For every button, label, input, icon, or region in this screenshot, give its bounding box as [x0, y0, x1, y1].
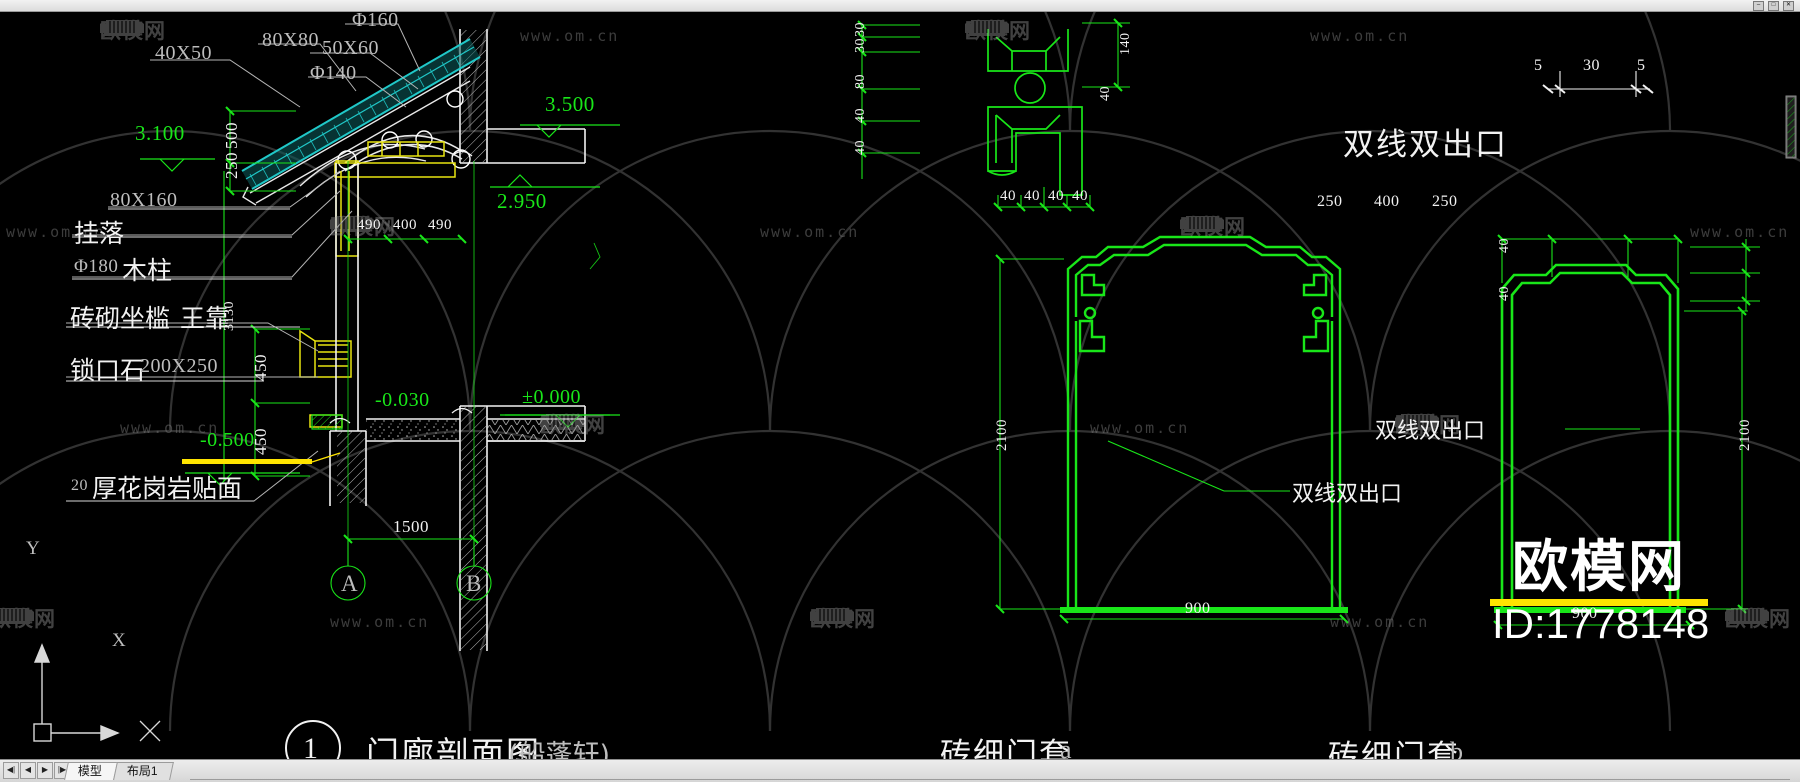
next-layout-button[interactable]: ▶ [37, 762, 53, 779]
dim-b-5-left: 5 [1534, 57, 1543, 74]
dim-a-900: 900 [1185, 600, 1211, 617]
ucs-y-label: Y [26, 538, 41, 559]
dim-a-40-h1: 40 [1000, 188, 1016, 204]
view-suffix-3: b [1450, 737, 1464, 760]
annotation-granite-facing: 厚花岗岩贴面 [92, 474, 243, 503]
view-title-3: 砖细门套 [1328, 739, 1460, 760]
brand-logo-text: 欧模网 [1512, 535, 1686, 600]
ucs-x-label: X [112, 630, 127, 651]
dim-500: 500 [222, 122, 241, 149]
brand-underline [1490, 599, 1708, 606]
dim-b-40-bottom: 40 [1497, 286, 1512, 301]
dim-a-80: 80 [853, 74, 868, 89]
tab-layout1-label: 布局1 [126, 764, 158, 778]
cad-geometry [0, 11, 1800, 760]
grid-bubble-a: A [341, 571, 359, 596]
elevation-minus0500: -0.500 [200, 429, 255, 451]
dim-b-2100: 2100 [1737, 419, 1753, 451]
view-porch-section [66, 23, 620, 651]
annotation-phi140: Φ140 [310, 62, 357, 84]
dim-400: 400 [393, 217, 417, 233]
elevation-3100: 3.100 [135, 121, 185, 145]
drawing-canvas[interactable]: www.om.cn www.om.cn www.om.cn www.om.cn … [0, 11, 1800, 760]
restore-icon[interactable]: □ [1768, 1, 1779, 11]
dim-b-900: 900 [1572, 605, 1598, 622]
annotation-zhuqizuokan: 砖砌坐槛 [70, 304, 171, 333]
annotation-80x80: 80X80 [262, 29, 319, 51]
tab-bar-divider [190, 779, 1790, 780]
dim-3130: 3130 [222, 301, 237, 331]
dim-450-upper: 450 [251, 354, 270, 381]
dim-1500: 1500 [393, 517, 429, 536]
annotation-wangkao: 王靠 [180, 304, 231, 333]
view-number-1: 1 [303, 732, 319, 760]
dim-a-40b: 40 [853, 140, 868, 155]
crosshair-cursor [139, 720, 161, 742]
dim-490-right: 490 [428, 217, 452, 233]
layout-nav-buttons: ◀| ◀ ▶ |▶ [3, 762, 70, 779]
view-number-bubble [285, 720, 341, 760]
dim-b-5-right: 5 [1637, 57, 1646, 74]
dim-b-250-left: 250 [1317, 193, 1343, 210]
leader-label-a: 双线双出口 [1292, 482, 1403, 507]
dim-450-lower: 450 [251, 428, 270, 455]
view-title-2: 砖细门套 [940, 737, 1072, 760]
annotation-gualuo: 挂落 [74, 219, 125, 248]
dim-a-40-h2: 40 [1024, 188, 1040, 204]
elevation-minus0030: -0.030 [375, 389, 430, 411]
dim-a-140: 140 [1118, 32, 1133, 56]
tab-model-label: 模型 [77, 764, 102, 778]
annotation-phi180: Φ180 [74, 256, 119, 277]
window-controls: – □ ✕ [1753, 1, 1794, 11]
dim-a-40-h3: 40 [1048, 188, 1064, 204]
annotation-suokoushi: 锁口石 [70, 356, 146, 385]
dim-a-40-h4: 40 [1072, 188, 1088, 204]
grid-bubble-b: B [466, 571, 482, 596]
view-title-1: 门廊剖面图 [366, 734, 541, 760]
ucs-icon [33, 643, 120, 742]
dim-a-2100: 2100 [994, 419, 1010, 451]
title-bar: – □ ✕ [0, 0, 1800, 12]
view-brick-doorframe-a [857, 18, 1349, 624]
viewport-scrollbar [1785, 95, 1797, 159]
view-subtitle-1: (船蓬轩) [508, 740, 611, 760]
minimize-icon[interactable]: – [1753, 1, 1764, 11]
dim-b-250-right: 250 [1432, 193, 1458, 210]
annotation-40x50: 40X50 [155, 42, 212, 64]
annotation-phi160: Φ160 [352, 11, 399, 31]
elevation-3500: 3.500 [545, 92, 595, 116]
brand-id-text: ID:1778148 [1492, 600, 1710, 647]
annotation-muzhu: 木柱 [122, 256, 173, 285]
view-brick-doorframe-b [1493, 71, 1760, 630]
first-layout-button[interactable]: ◀| [3, 762, 19, 779]
layout-tab-bar[interactable]: ◀| ◀ ▶ |▶ 模型 布局1 [0, 759, 1800, 782]
dim-a-30a: 30 [853, 22, 868, 37]
view-suffix-2: a [1060, 735, 1073, 760]
annotation-20: 20 [71, 477, 88, 494]
annotation-200x250: 200X250 [140, 355, 218, 377]
tab-model[interactable]: 模型 [64, 762, 118, 780]
elevation-zero: ±0.000 [522, 386, 581, 408]
annotation-50x60: 50X60 [322, 37, 379, 59]
dim-a-40-right: 40 [1098, 86, 1113, 101]
annotation-80x160: 80X160 [110, 189, 178, 211]
dim-a-30b: 30 [853, 38, 868, 53]
leader-label-b: 双线双出口 [1375, 419, 1486, 444]
dim-b-30: 30 [1583, 57, 1600, 74]
heading-double-line-double-exit: 双线双出口 [1343, 127, 1508, 163]
dim-b-400: 400 [1374, 193, 1400, 210]
close-icon[interactable]: ✕ [1783, 1, 1794, 11]
elevation-2950: 2.950 [497, 189, 547, 213]
dim-250: 250 [222, 152, 241, 179]
dim-490-left: 490 [357, 217, 381, 233]
tab-layout1[interactable]: 布局1 [113, 762, 174, 780]
dim-b-40-top: 40 [1497, 238, 1512, 253]
dim-a-40a: 40 [853, 108, 868, 123]
prev-layout-button[interactable]: ◀ [20, 762, 36, 779]
layout-tabs: 模型 布局1 [64, 762, 174, 780]
